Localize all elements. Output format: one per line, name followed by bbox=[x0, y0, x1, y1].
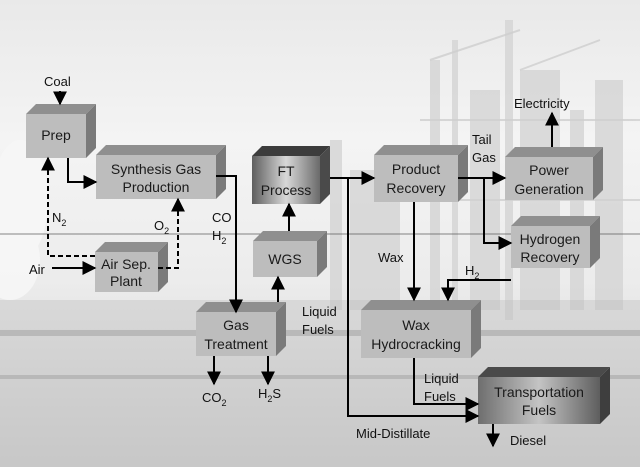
transportation-fuels-box: Transportation Fuels bbox=[478, 367, 610, 424]
label-h2s: H2S bbox=[258, 386, 281, 404]
prep-box: Prep bbox=[26, 104, 96, 158]
hydrogen-recovery-label-line1: Hydrogen bbox=[520, 231, 581, 247]
ft-label-line2: Process bbox=[261, 182, 312, 198]
label-coal: Coal bbox=[44, 74, 71, 89]
ft-process-box: FT Process bbox=[252, 146, 330, 204]
arrow-synthesis-to-gas-treatment bbox=[216, 175, 243, 314]
power-generation-box: Power Generation bbox=[505, 147, 603, 200]
label-air: Air bbox=[29, 262, 46, 277]
label-diesel: Diesel bbox=[510, 433, 546, 448]
arrow-n2-to-prep bbox=[41, 156, 95, 257]
wgs-label: WGS bbox=[268, 251, 301, 267]
power-generation-label-line2: Generation bbox=[514, 181, 583, 197]
synthesis-gas-label-line1: Synthesis Gas bbox=[111, 161, 201, 177]
arrow-liquid-fuels-to-transport bbox=[413, 358, 480, 411]
air-sep-label-line2: Plant bbox=[110, 273, 142, 289]
wax-hydrocracking-label-line1: Wax bbox=[402, 317, 429, 333]
arrow-mid-distillate bbox=[347, 178, 480, 423]
label-liquid-fuels-1-line2: Fuels bbox=[302, 322, 334, 337]
label-tail-gas-line2: Gas bbox=[472, 150, 496, 165]
label-mid-distillate: Mid-Distillate bbox=[356, 426, 430, 441]
air-sep-label-line1: Air Sep. bbox=[101, 256, 151, 272]
label-co2: CO2 bbox=[202, 390, 227, 408]
ft-label-line1: FT bbox=[277, 163, 295, 179]
hydrogen-recovery-label-line2: Recovery bbox=[520, 249, 579, 265]
label-co: CO bbox=[212, 210, 232, 225]
wax-hydrocracking-label-line2: Hydrocracking bbox=[371, 336, 460, 352]
label-liquid-fuels-2-line1: Liquid bbox=[424, 371, 459, 386]
label-wax: Wax bbox=[378, 250, 404, 265]
synthesis-gas-label-line2: Production bbox=[123, 179, 190, 195]
transportation-fuels-label-line1: Transportation bbox=[494, 384, 584, 400]
arrow-prep-to-synthesis bbox=[67, 158, 98, 189]
prep-label: Prep bbox=[41, 127, 71, 143]
label-n2: N2 bbox=[52, 210, 66, 228]
arrow-h2-to-hydrocracking bbox=[441, 279, 511, 302]
label-electricity: Electricity bbox=[514, 96, 570, 111]
wgs-box: WGS bbox=[253, 231, 327, 277]
synthesis-gas-production-box: Synthesis Gas Production bbox=[96, 145, 226, 199]
label-tail-gas-line1: Tail bbox=[472, 132, 492, 147]
label-liquid-fuels-2-line2: Fuels bbox=[424, 389, 456, 404]
product-recovery-label-line2: Recovery bbox=[386, 180, 445, 196]
label-liquid-fuels-1-line1: Liquid bbox=[302, 304, 337, 319]
gas-treatment-label-line2: Treatment bbox=[204, 336, 267, 352]
product-recovery-label-line1: Product bbox=[392, 161, 440, 177]
gas-treatment-box: Gas Treatment bbox=[196, 302, 286, 356]
air-separation-plant-box: Air Sep. Plant bbox=[95, 242, 168, 292]
product-recovery-box: Product Recovery bbox=[374, 145, 468, 202]
wax-hydrocracking-box: Wax Hydrocracking bbox=[361, 300, 481, 358]
arrow-tail-gas-to-hydrogen bbox=[483, 178, 513, 250]
label-o2: O2 bbox=[154, 218, 169, 236]
transportation-fuels-label-line2: Fuels bbox=[522, 402, 556, 418]
label-h2-wax: H2 bbox=[465, 263, 479, 281]
arrow-o2-to-synthesis bbox=[158, 197, 185, 269]
gas-treatment-label-line1: Gas bbox=[223, 317, 249, 333]
power-generation-label-line1: Power bbox=[529, 162, 569, 178]
hydrogen-recovery-box: Hydrogen Recovery bbox=[511, 216, 600, 268]
label-h2-syngas: H2 bbox=[212, 228, 226, 246]
